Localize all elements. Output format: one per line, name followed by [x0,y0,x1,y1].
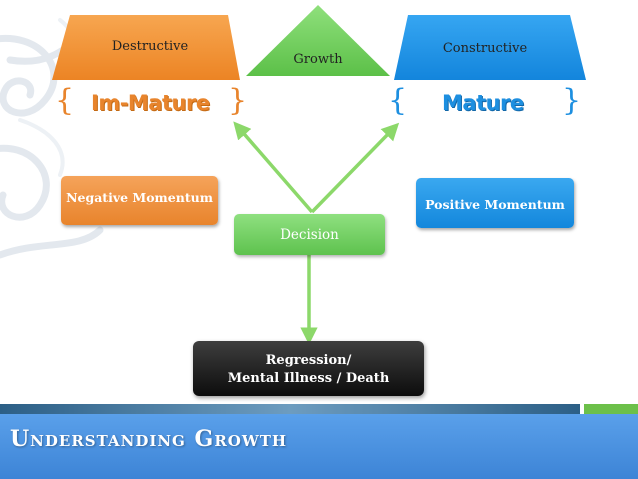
positive-momentum-box: Positive Momentum [416,178,574,228]
mature-brace-right: } [562,83,582,118]
constructive-label: Constructive [442,41,528,56]
growth-label: Growth [293,52,343,67]
divider-dark-segment [0,404,580,414]
positive-momentum-label: Positive Momentum [425,197,565,212]
immature-brace-left: { [55,83,75,118]
negative-momentum-box: Negative Momentum [61,176,218,225]
immature-label: Im-Mature [91,91,210,115]
arrow-to-mature [310,122,400,214]
regression-outcome-box: Regression/ Mental Illness / Death [193,341,424,396]
decision-box: Decision [234,214,385,255]
footer-divider-band [0,404,638,414]
mature-brace-left: { [388,83,408,118]
divider-green-segment [584,404,638,414]
slide-title: Understanding Growth [10,426,288,452]
footer-bar [0,414,638,479]
arrow-to-immature [233,121,314,214]
growth-shape [246,5,390,76]
outcome-line-2: Mental Illness / Death [227,371,390,386]
outcome-line-1: Regression/ [265,353,352,368]
decision-label: Decision [280,227,339,243]
mature-label: Mature [442,91,524,115]
constructive-shape [394,15,586,80]
immature-brace-right: } [228,83,248,118]
destructive-label: Destructive [111,39,189,54]
negative-momentum-label: Negative Momentum [66,190,213,205]
destructive-shape [52,15,240,80]
